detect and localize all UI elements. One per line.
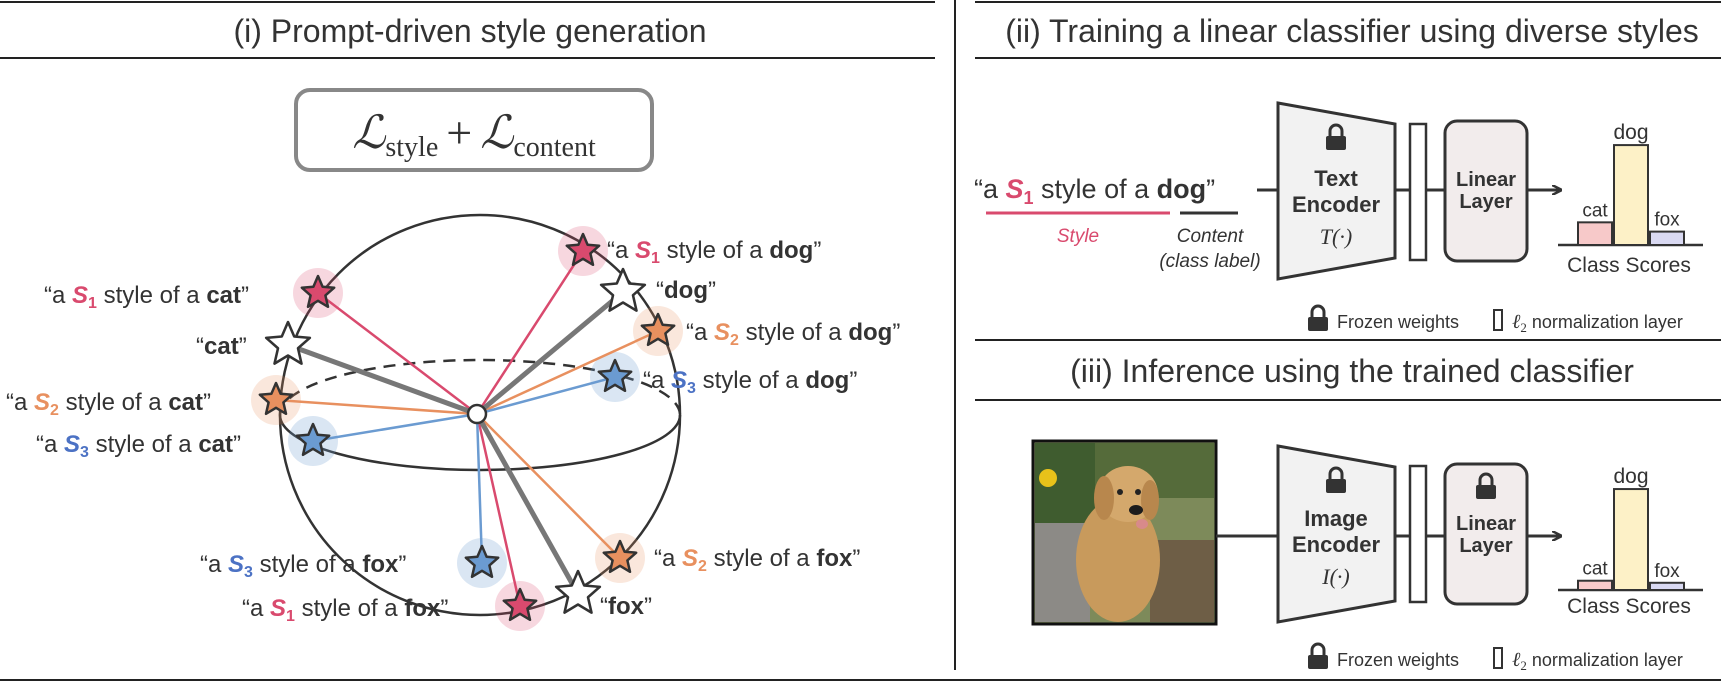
panel2-title: (ii) Training a linear classifier using …: [1005, 13, 1699, 49]
svg-text:ℓ2 normalization layer: ℓ2 normalization layer: [1512, 649, 1683, 673]
label-cat: “cat”: [196, 333, 247, 360]
bar-label-cat: cat: [1582, 559, 1608, 580]
class-scores-chart: cat dog fox Class Scores: [1558, 465, 1703, 618]
bar-label-dog: dog: [1613, 121, 1648, 144]
label-s3-fox: “a S3 style of a fox”: [200, 551, 406, 581]
bar-label-cat: cat: [1582, 200, 1608, 221]
label-fox: “fox”: [600, 593, 652, 620]
svg-text:Layer: Layer: [1459, 535, 1513, 557]
bar-label-dog: dog: [1613, 465, 1648, 488]
content-caption-sub: (class label): [1159, 251, 1260, 272]
style-caption: Style: [1057, 226, 1099, 247]
linear-layer-block-trained: Linear Layer: [1443, 462, 1529, 606]
svg-text:Frozen weights: Frozen weights: [1337, 650, 1459, 670]
loss-box: ℒstyle+ℒcontent: [294, 88, 654, 172]
prompt-text: “a S1 style of a dog”: [974, 174, 1215, 208]
image-encoder-block: Image Encoder I(·): [1276, 444, 1397, 624]
lock-icon: [1306, 642, 1330, 671]
label-s2-cat: “a S2 style of a cat”: [6, 389, 211, 419]
class-scores-caption: Class Scores: [1567, 595, 1691, 618]
svg-text:Encoder: Encoder: [1292, 532, 1380, 557]
panel1-title: (i) Prompt-driven style generation: [233, 13, 706, 49]
panel1-labels: “a S1 style of a cat” “cat” “a S2 style …: [6, 237, 900, 625]
label-dog: “dog”: [656, 277, 716, 304]
svg-text:Linear: Linear: [1456, 169, 1516, 191]
bar-label-fox: fox: [1654, 561, 1680, 582]
svg-text:Frozen weights: Frozen weights: [1337, 312, 1459, 332]
label-s2-fox: “a S2 style of a fox”: [654, 545, 860, 575]
svg-text:Linear: Linear: [1456, 513, 1516, 535]
loss-formula: ℒstyle+ℒcontent: [352, 107, 596, 163]
text-encoder-block: Text Encoder T(·): [1276, 101, 1397, 281]
svg-text:I(·): I(·): [1321, 564, 1349, 589]
lock-icon: [1306, 304, 1330, 333]
l2-norm-layer: [1408, 122, 1428, 262]
bar-fox: [1649, 230, 1685, 247]
svg-text:ℓ2 normalization layer: ℓ2 normalization layer: [1512, 311, 1683, 335]
label-s1-dog: “a S1 style of a dog”: [607, 237, 821, 267]
bar-fox: [1649, 581, 1685, 591]
bar-cat: [1577, 579, 1613, 591]
bar-label-fox: fox: [1654, 210, 1680, 231]
label-s3-dog: “a S3 style of a dog”: [643, 367, 857, 397]
svg-text:Image: Image: [1304, 506, 1368, 531]
class-scores-chart: cat dog fox Class Scores: [1558, 121, 1703, 277]
embedding-rays: [274, 249, 660, 608]
label-s3-cat: “a S3 style of a cat”: [36, 431, 241, 461]
svg-text:Text: Text: [1314, 166, 1358, 191]
bar-dog: [1613, 488, 1649, 591]
content-caption: Content: [1177, 226, 1244, 247]
dog-photo: [1031, 439, 1218, 626]
text-prompt: “a S1 style of a dog” Style Content (cla…: [974, 174, 1261, 272]
norm-layer-legend-icon: [1493, 309, 1503, 331]
origin-point: [466, 403, 488, 425]
svg-text:T(·): T(·): [1320, 224, 1352, 249]
label-s2-dog: “a S2 style of a dog”: [686, 319, 900, 349]
star-fox: [554, 569, 602, 614]
l2-norm-layer: [1408, 464, 1428, 604]
label-s1-cat: “a S1 style of a cat”: [44, 282, 249, 312]
bar-dog: [1613, 144, 1649, 246]
legend-panel3: Frozen weights ℓ2 normalization layer: [1306, 642, 1683, 673]
panel3-title: (iii) Inference using the trained classi…: [1070, 353, 1634, 389]
svg-text:Layer: Layer: [1459, 191, 1513, 213]
svg-text:Encoder: Encoder: [1292, 192, 1380, 217]
class-scores-caption: Class Scores: [1567, 254, 1691, 277]
norm-layer-legend-icon: [1493, 647, 1503, 669]
label-s1-fox: “a S1 style of a fox”: [242, 595, 448, 625]
linear-layer-block: Linear Layer: [1443, 119, 1529, 263]
bar-cat: [1577, 221, 1613, 246]
legend-panel2: Frozen weights ℓ2 normalization layer: [1306, 304, 1683, 335]
